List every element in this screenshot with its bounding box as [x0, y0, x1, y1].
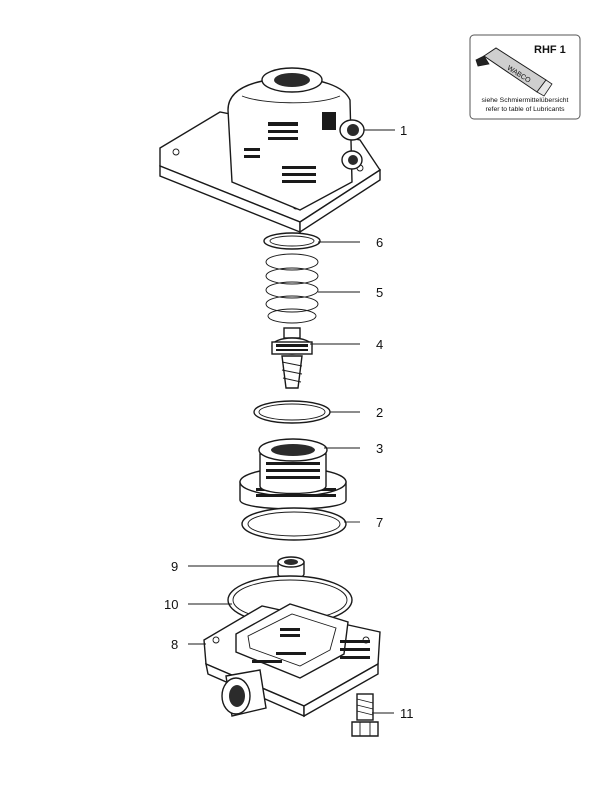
callout-3: 3 — [376, 441, 383, 456]
callout-8: 8 — [171, 637, 178, 652]
lubricant-tube-icon: WABCO — [475, 47, 553, 97]
callout-1: 1 — [400, 123, 407, 138]
leader-lines — [188, 129, 395, 714]
callout-9: 9 — [171, 559, 178, 574]
callout-numbers: 1 6 5 4 2 3 7 9 10 8 11 — [164, 123, 414, 721]
lower-housing — [203, 603, 381, 718]
lubricant-code: RHF 1 — [534, 44, 566, 56]
callout-4: 4 — [376, 337, 383, 352]
o-ring-upper — [253, 400, 331, 424]
compression-spring — [265, 253, 319, 324]
valve-insert — [277, 556, 305, 580]
retaining-ring — [263, 232, 321, 250]
lubricant-note-en: refer to table of Lubricants — [486, 106, 566, 113]
bolt — [351, 693, 379, 737]
callout-2: 2 — [376, 405, 383, 420]
callout-6: 6 — [376, 235, 383, 250]
callout-10: 10 — [164, 597, 178, 612]
lubricant-legend: WABCO RHF 1 siehe Schmiermittelübersicht… — [469, 34, 581, 120]
o-ring-lower — [241, 507, 347, 541]
upper-housing — [159, 67, 381, 234]
callout-7: 7 — [376, 515, 383, 530]
callout-11: 11 — [400, 706, 414, 721]
valve-piston — [271, 327, 313, 389]
piston-sleeve — [239, 438, 347, 510]
lubricant-note-de: siehe Schmiermittelübersicht — [482, 97, 569, 104]
callout-5: 5 — [376, 285, 383, 300]
